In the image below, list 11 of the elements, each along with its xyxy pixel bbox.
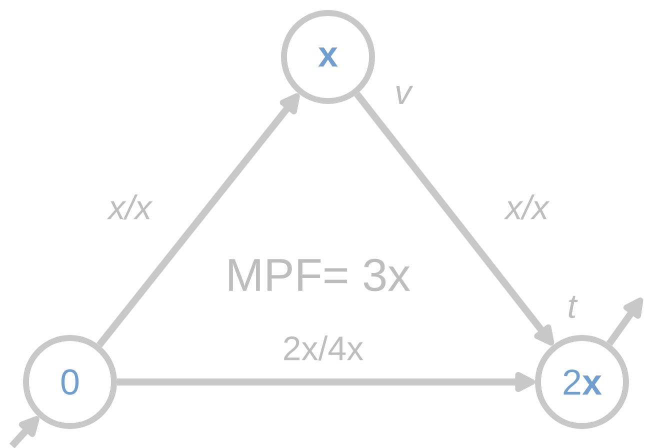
arrow: [606, 297, 644, 346]
state-name: v: [396, 86, 414, 104]
arrow: [117, 372, 535, 392]
flow-value: MPF= 3x: [229, 258, 410, 292]
arrow: [354, 92, 554, 346]
edge-label: 2x/4x: [280, 334, 366, 362]
arrow: [96, 93, 300, 348]
arrow: [9, 416, 40, 448]
edge-label: x/x: [106, 192, 154, 222]
edge-label: x/x: [503, 192, 551, 222]
state-name: t: [568, 296, 578, 318]
